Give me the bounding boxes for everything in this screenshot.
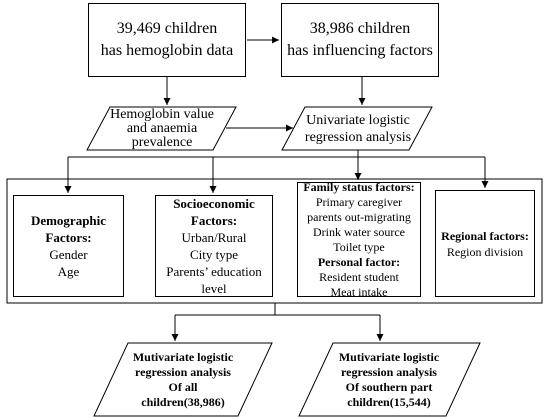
hb-value-line1: Hemoglobin value	[110, 106, 214, 122]
personal-item-meat-intake: Meat intake	[330, 284, 388, 299]
family-item-primary-caregiver: Primary caregiver	[315, 194, 403, 209]
family-status-factors-box: Family status factors: Primary caregiver…	[297, 179, 421, 299]
hemoglobin-value-label: Hemoglobin value and anaemia prevalence	[95, 107, 229, 150]
socioeconomic-item-urban-rural: Urban/Rural	[181, 230, 247, 245]
children-factors-box: 38,986 children has influencing factors	[281, 3, 439, 77]
multivariate-all-label: Mutivariate logistic regression analysis…	[108, 343, 258, 416]
hb-value-shape	[86, 106, 237, 151]
univariate-line2: regression analysis	[304, 129, 412, 145]
children-factors-count: 38,986 children	[309, 20, 411, 37]
multi-all-line1: Mutivariate logistic	[132, 349, 234, 364]
children-hemoglobin-desc: has hemoglobin data	[100, 42, 234, 59]
socioeconomic-heading-1: Socioeconomic	[173, 196, 255, 211]
demographic-factors-box: Demographic Factors: Gender Age	[13, 195, 124, 297]
family-item-parents-out-migrating: parents out-migrating	[307, 209, 411, 224]
univariate-label: Univariate logistic regression analysis	[291, 107, 425, 150]
personal-item-resident-student: Resident student	[319, 269, 399, 284]
socioeconomic-item-parents-education: Parents’ education	[166, 264, 262, 279]
regional-item-region-division: Region division	[446, 244, 524, 259]
family-status-heading: Family status factors:	[303, 179, 415, 194]
hb-value-line3: prevalence	[131, 134, 193, 150]
demographic-heading-2: Factors:	[45, 230, 92, 245]
socioeconomic-item-level: level	[201, 281, 227, 296]
multivariate-south-label: Mutivariate logistic regression analysis…	[313, 343, 465, 416]
multi-all-line3: Of all	[168, 379, 198, 394]
regional-factors-box: Regional factors: Region division	[435, 190, 535, 297]
socioeconomic-heading-2: Factors:	[190, 213, 238, 228]
demographic-item-age: Age	[57, 264, 80, 279]
multi-all-line2: regression analysis	[135, 364, 231, 379]
socioeconomic-factors-box: Socioeconomic Factors: Urban/Rural City …	[155, 195, 273, 297]
family-item-drink-water-source: Drink water source	[313, 224, 405, 239]
family-item-toilet-type: Toilet type	[333, 239, 385, 254]
demographic-item-gender: Gender	[49, 247, 88, 262]
socioeconomic-item-city-type: City type	[189, 247, 239, 262]
regional-heading: Regional factors:	[441, 228, 529, 243]
multi-all-shape	[93, 342, 273, 417]
univariate-line1: Univariate logistic	[306, 112, 410, 128]
multi-south-line3: Of southern part	[345, 379, 433, 394]
multi-south-shape	[298, 342, 481, 417]
children-hemoglobin-box: 39,469 children has hemoglobin data	[88, 3, 246, 77]
children-factors-desc: has influencing factors	[287, 42, 433, 59]
univariate-shape	[281, 106, 433, 151]
hb-value-line2: and anaemia	[126, 120, 198, 136]
personal-factor-heading: Personal factor:	[317, 254, 401, 269]
multi-south-line4: children(15,544)	[347, 394, 431, 409]
multi-south-line1: Mutivariate logistic	[338, 349, 440, 364]
demographic-heading-1: Demographic	[30, 213, 107, 228]
multi-south-line2: regression analysis	[341, 364, 437, 379]
children-hemoglobin-count: 39,469 children	[116, 20, 218, 37]
multi-all-line4: children(38,986)	[141, 394, 225, 409]
